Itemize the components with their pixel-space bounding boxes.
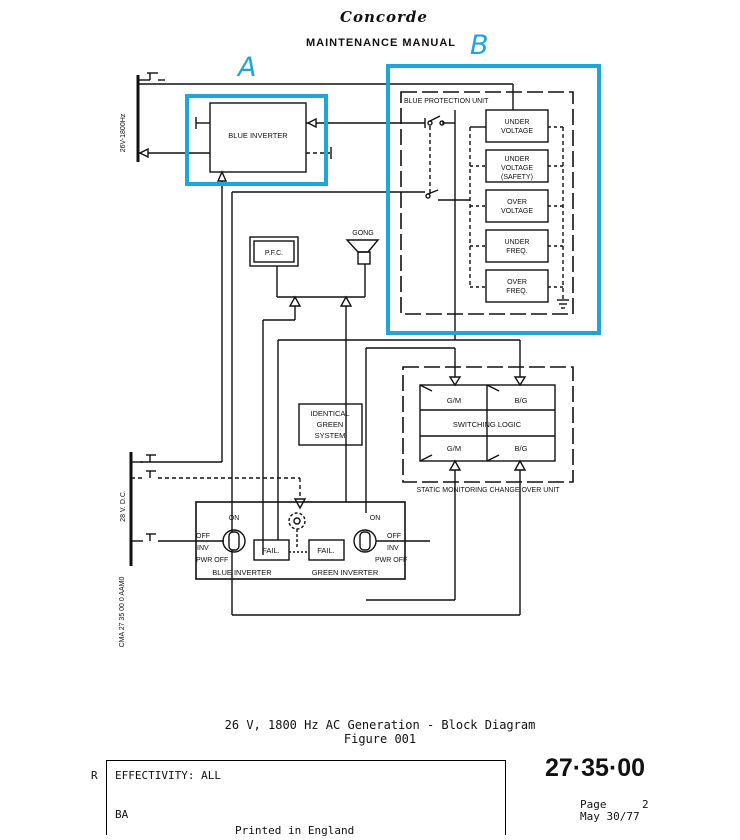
page-number: 2 [642,798,649,811]
annotation-a: A [238,52,257,83]
protection-unit-label: BLUE PROTECTION UNIT [404,98,489,105]
prot-over-voltage [485,189,549,223]
annotation-b: B [470,30,489,61]
caption-title: 26 V, 1800 Hz AC Generation - Block Diag… [224,718,536,732]
blue-fail-light [253,539,290,561]
printed-note: Printed in England [235,824,355,837]
green-system-line: IDENTICAL [310,409,349,418]
protection-unit-frame [400,91,574,315]
fail-left-label: FAIL. [262,546,280,555]
green-system-line: GREEN [317,420,344,429]
effectivity-code: BA [115,808,129,821]
prot-under-freq [485,229,549,263]
blue-inverter-panel-label: BLUE INVERTER [212,568,272,577]
prot-under-voltage [485,109,549,143]
ac-bus-label: 26V-1800Hz [120,113,127,152]
effectivity-label: EFFECTIVITY: ALL [115,769,221,782]
prot-line: OVER [507,199,527,206]
fail-right-label: FAIL. [317,546,335,555]
blue-inverter-box [209,102,307,173]
logic-top-gm: G/M [447,396,461,405]
highlight-a [185,94,328,186]
prot-line: VOLTAGE [501,208,533,215]
logic-top-bg: B/G [515,396,528,405]
prot-line: (SAFETY) [501,174,533,181]
prot-line: FREQ. [506,288,527,295]
switch-right-pwroff: PWR OFF [375,557,407,564]
switch-right-off: OFF [387,533,401,540]
green-inverter-panel-label: GREEN INVERTER [312,568,379,577]
prot-line: FREQ. [506,248,527,255]
side-reference: CMA 27 35 00 0 AAM0 [119,576,126,647]
prot-line: UNDER [505,156,530,163]
switch-left-pwroff: PWR OFF [196,557,228,564]
switching-logic-label: SWITCHING LOGIC [453,420,522,429]
logic-bottom-gm: G/M [447,444,461,453]
scou-frame [402,366,574,483]
prot-over-freq [485,269,549,303]
switch-left-on: ON [229,515,240,522]
effectivity-box [106,760,506,835]
dc-bus-label: 28 V. D.C. [120,490,127,522]
green-system-line: SYSTEM [315,431,346,440]
page-label: Page [580,798,607,811]
prot-line: OVER [507,279,527,286]
switch-right-on: ON [370,515,381,522]
switch-left-off: OFF [196,533,210,540]
manual-title: MAINTENANCE MANUAL [306,37,456,49]
prot-line: UNDER [505,239,530,246]
warning-lamp-icon [288,512,306,530]
brand-logo: Concorde [340,8,428,26]
prot-line: VOLTAGE [501,128,533,135]
switch-left-inv: INV [197,545,209,552]
gong-icon [345,239,380,253]
revision-date: May 30/77 [580,810,640,823]
green-fail-light [308,539,345,561]
blue-inverter-switch[interactable] [222,529,246,553]
prot-line: UNDER [505,119,530,126]
highlight-b [386,64,601,335]
scou-label: STATIC MONITORING CHANGE OVER UNIT [416,487,560,494]
caption-figure: Figure 001 [343,732,417,746]
switch-right-inv: INV [387,545,399,552]
pfc-box [249,236,299,267]
prot-line: VOLTAGE [501,165,533,172]
revision-mark: R [91,769,98,782]
identical-green-system-box [298,403,363,446]
pfc-label: P.F.C. [265,250,283,257]
gong-label: GONG [352,230,373,237]
logic-bottom-bg: B/G [515,444,528,453]
blue-inverter-label: BLUE INVERTER [228,131,288,140]
document-number: 27·35·00 [545,754,646,782]
